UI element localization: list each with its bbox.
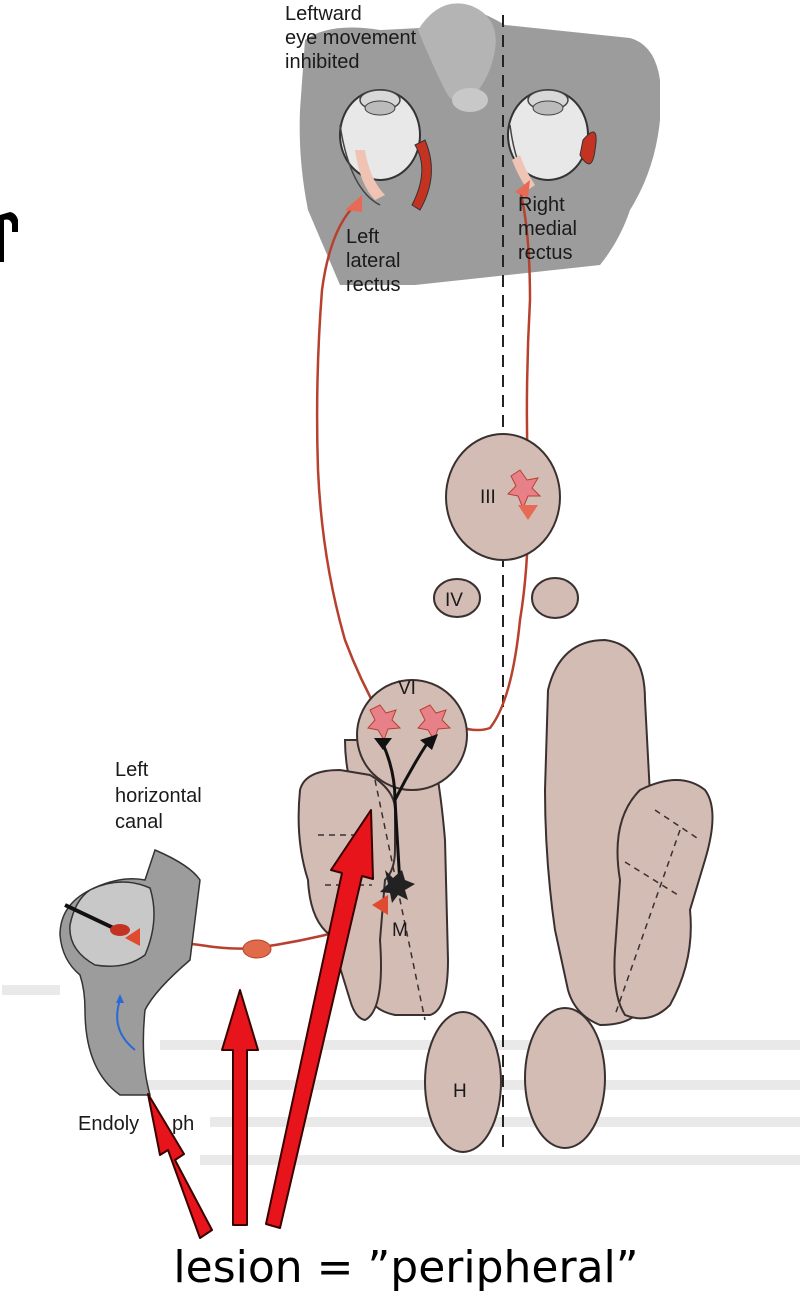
svg-text:Leftward: Leftward [285, 3, 362, 25]
svg-text:medial: medial [518, 218, 577, 240]
svg-text:ph: ph [172, 1113, 194, 1135]
nucleus-iii: III [446, 434, 560, 560]
lesion-caption: lesion = ”peripheral” [173, 1242, 638, 1293]
left-horizontal-canal [60, 850, 200, 1095]
label-m: M [392, 920, 408, 941]
nucleus-iv: IV [434, 578, 578, 618]
svg-text:lateral: lateral [346, 250, 400, 272]
label-iv: IV [445, 590, 463, 611]
label-left-horizontal-canal: Left horizontal canal [115, 759, 202, 833]
svg-text:rectus: rectus [518, 242, 572, 264]
svg-text:Endoly: Endoly [78, 1113, 139, 1135]
label-endolymph: Endoly ph [78, 1113, 194, 1135]
label-h: H [453, 1081, 467, 1102]
svg-text:Left: Left [115, 759, 149, 781]
vestibular-ganglion [243, 940, 271, 958]
nucleus-vi: VI [357, 678, 467, 790]
svg-text:horizontal: horizontal [115, 785, 202, 807]
svg-text:rectus: rectus [346, 274, 400, 296]
svg-text:canal: canal [115, 811, 163, 833]
slide-fragment-glyph [0, 212, 18, 262]
svg-text:eye movement: eye movement [285, 27, 417, 49]
svg-text:inhibited: inhibited [285, 51, 360, 73]
label-vi: VI [398, 678, 416, 699]
brainstem-right [525, 640, 713, 1148]
svg-text:Right: Right [518, 194, 565, 216]
svg-text:Left: Left [346, 226, 380, 248]
label-iii: III [480, 487, 496, 508]
arrow-to-nerve [222, 990, 258, 1225]
